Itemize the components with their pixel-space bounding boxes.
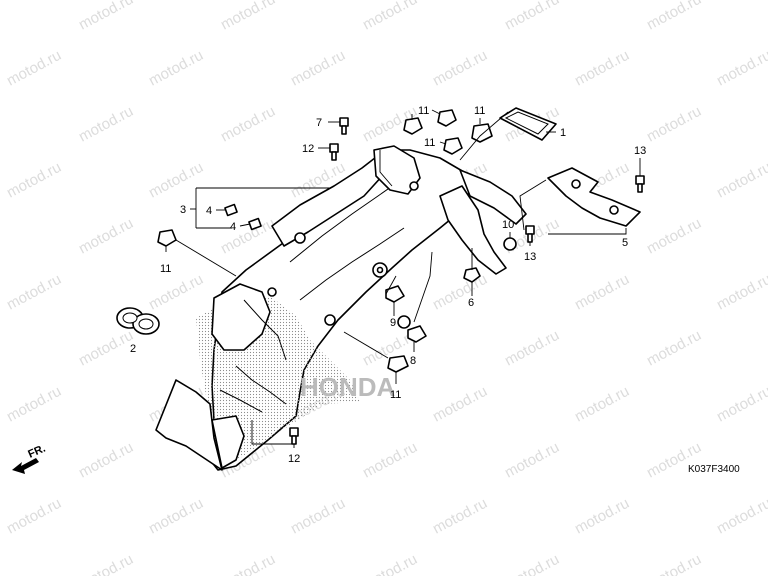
watermark-text: motod.ru — [76, 215, 136, 258]
watermark-text: motod.ru — [4, 495, 64, 538]
watermark-text: motod.ru — [572, 495, 632, 538]
watermark-text: motod.ru — [218, 551, 278, 576]
part-4-grommet-upper — [224, 203, 238, 217]
watermark-text: motod.ru — [644, 551, 704, 576]
callout-2: 2 — [130, 343, 136, 355]
callout-11-top-mid: 11 — [424, 137, 435, 149]
watermark-text: motod.ru — [502, 0, 562, 34]
watermark-text: motod.ru — [76, 327, 136, 370]
callout-4-upper: 4 — [206, 205, 212, 217]
callout-1: 1 — [560, 127, 566, 139]
watermark-text: motod.ru — [76, 103, 136, 146]
watermark-text: motod.ru — [572, 47, 632, 90]
front-label: FR. — [26, 443, 47, 461]
diagram-reference-code: K037F3400 — [688, 464, 740, 475]
part-9-nut — [385, 285, 405, 303]
watermark-text: motod.ru — [76, 439, 136, 482]
callout-6: 6 — [468, 297, 474, 309]
watermark-text: motod.ru — [146, 495, 206, 538]
watermark-text: motod.ru — [360, 551, 420, 576]
watermark-text: motod.ru — [146, 159, 206, 202]
watermark-text: motod.ru — [4, 159, 64, 202]
watermark-text: motod.ru — [644, 215, 704, 258]
rear-fender — [155, 145, 527, 471]
callout-8: 8 — [410, 355, 416, 367]
watermark-text: motod.ru — [644, 0, 704, 34]
watermark-text: motod.ru — [76, 551, 136, 576]
watermark-text: motod.ru — [502, 327, 562, 370]
watermark-text: motod.ru — [288, 495, 348, 538]
callout-12-upper: 12 — [302, 143, 314, 155]
watermark-text: motod.ru — [714, 383, 768, 426]
callout-9: 9 — [390, 317, 396, 329]
fender-wordmark: HONDA — [300, 372, 396, 402]
callout-11-left: 11 — [160, 263, 171, 275]
watermark-text: motod.ru — [360, 0, 420, 34]
callout-labels: 1 2 3 4 4 5 6 7 8 9 10 11 11 11 11 11 12… — [130, 105, 646, 465]
watermark-text: motod.ru — [714, 159, 768, 202]
callout-12-lower: 12 — [288, 453, 300, 465]
watermark-text: motod.ru — [146, 271, 206, 314]
callout-7: 7 — [316, 117, 322, 129]
leader-lines — [165, 109, 641, 448]
part-5-bracket — [547, 167, 641, 227]
callout-13-bracket: 13 — [634, 145, 646, 157]
watermark-text: motod.ru — [572, 383, 632, 426]
part-13-bolt-hanger — [525, 225, 535, 243]
watermark-text: motod.ru — [430, 271, 490, 314]
part-6-nut — [463, 267, 481, 283]
part-2-gasket — [116, 307, 160, 335]
callout-11-top-right: 11 — [474, 105, 485, 117]
watermark-text: motod.ru — [714, 47, 768, 90]
part-12-bolt-lower — [289, 427, 299, 445]
watermark-text: motod.ru — [430, 47, 490, 90]
watermark-text: motod.ru — [4, 271, 64, 314]
watermark-text: motod.ru — [644, 103, 704, 146]
part-7-bolt — [339, 117, 349, 135]
watermark-text: motod.ru — [644, 439, 704, 482]
callout-11-top-left: 11 — [418, 105, 429, 117]
watermark-text: motod.ru — [502, 551, 562, 576]
watermark-text: motod.ru — [146, 47, 206, 90]
watermark-text: motod.ru — [430, 383, 490, 426]
watermark-text: motod.ru — [430, 495, 490, 538]
callout-5: 5 — [622, 237, 628, 249]
part-13-bolt-bracket — [635, 175, 645, 193]
watermark-text: motod.ru — [218, 0, 278, 34]
watermark-text: motod.ru — [218, 215, 278, 258]
watermark-text: motod.ru — [360, 439, 420, 482]
part-4-grommet-lower — [248, 217, 262, 231]
watermark-text: motod.ru — [4, 383, 64, 426]
watermark-text: motod.ru — [4, 47, 64, 90]
callout-3: 3 — [180, 204, 186, 216]
watermark-text: motod.ru — [714, 495, 768, 538]
callout-4-lower: 4 — [230, 221, 236, 233]
watermark-text: motod.ru — [76, 0, 136, 34]
part-12-bolt-upper — [329, 143, 339, 161]
watermark-text: motod.ru — [218, 103, 278, 146]
callout-11-bottom: 11 — [390, 389, 401, 401]
part-10-washer — [503, 237, 517, 251]
part-1-reflector — [499, 107, 557, 141]
watermark-text: motod.ru — [288, 47, 348, 90]
watermark-text: motod.ru — [572, 271, 632, 314]
callout-10: 10 — [502, 219, 514, 231]
part-8-nut — [407, 325, 427, 343]
part-11-clip-nut-group — [157, 109, 493, 373]
watermark-text: motod.ru — [502, 439, 562, 482]
watermark-text: motod.ru — [714, 271, 768, 314]
front-direction-marker: FR. — [12, 443, 47, 474]
watermark-text: motod.ru — [644, 327, 704, 370]
callout-13-hanger: 13 — [524, 251, 536, 263]
